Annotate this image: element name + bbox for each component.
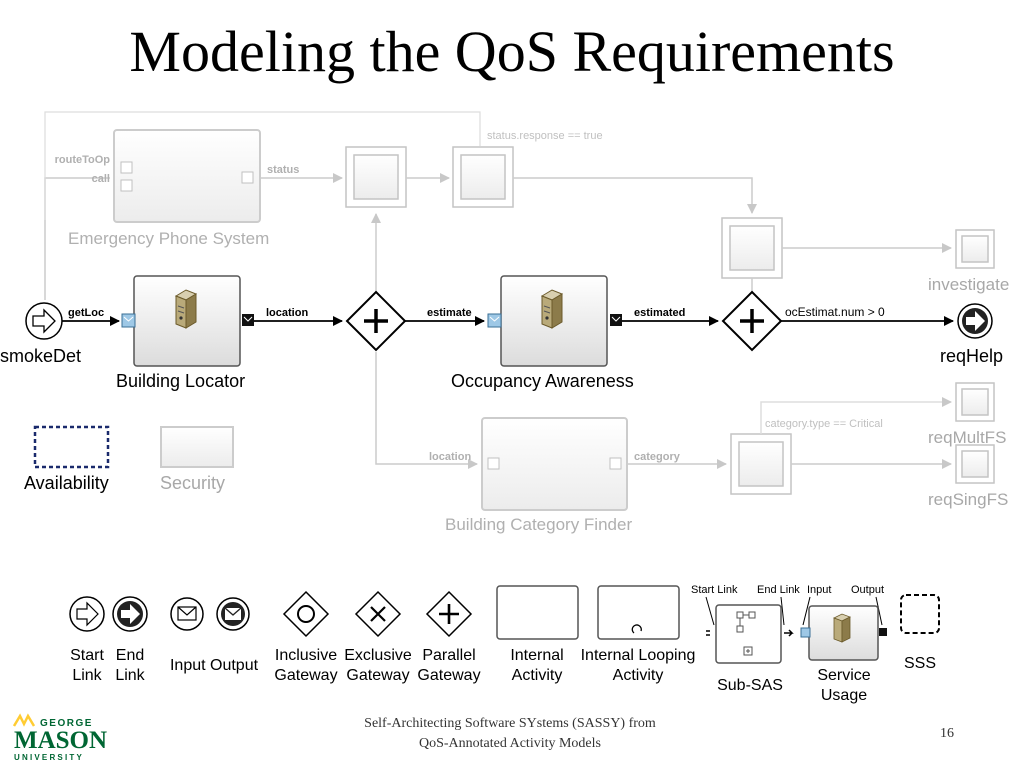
bottom-faded-flow: location Building Category Finder catego… <box>429 382 1008 534</box>
legend-exclusive-line2: Gateway <box>346 667 409 684</box>
legend-inclusive-line1: Inclusive <box>275 647 337 664</box>
category-label: category <box>634 451 681 463</box>
slide-title: Modeling the QoS Requirements <box>129 19 895 84</box>
page-number: 16 <box>940 726 954 741</box>
category-port <box>609 457 622 470</box>
status-condition-label: status.response == true <box>487 130 603 142</box>
occupancy-awareness-server-icon <box>540 289 564 329</box>
main-flow: smokeDet getLoc Building Locator locatio… <box>0 275 1003 391</box>
availability-sss-box[interactable] <box>33 425 110 469</box>
start-link-arrow-icon <box>32 308 56 334</box>
logo-george: GEORGE <box>40 718 93 729</box>
legend-start-link-line1: Start <box>70 647 104 664</box>
building-category-finder-label: Building Category Finder <box>445 515 632 534</box>
status-port <box>241 171 254 184</box>
footer-line-2: QoS-Annotated Activity Models <box>419 736 601 751</box>
req-mult-fs-label: reqMultFS <box>928 428 1006 447</box>
legend-sub-sas-icon <box>715 604 782 664</box>
george-mason-logo: GEORGE MASON UNIVERSITY <box>12 713 107 762</box>
end-link-arrow-icon <box>966 311 985 331</box>
legend-end-link-line1: End <box>116 647 144 664</box>
occupancy-awareness-label: Occupancy Awareness <box>451 371 634 391</box>
legend-end-link-small: End Link <box>757 584 800 596</box>
bottom-location-label: location <box>429 451 471 463</box>
security-box[interactable] <box>160 426 234 468</box>
estimate-label: estimate <box>427 307 472 319</box>
emergency-phone-system-box[interactable] <box>113 129 261 223</box>
req-sing-fs-label: reqSingFS <box>928 490 1008 509</box>
logo-mason: MASON <box>14 727 107 754</box>
legend-looping-line2: Activity <box>613 667 664 684</box>
gw-to-bottom-connector <box>375 352 478 469</box>
legend-parallel-line1: Parallel <box>422 647 475 664</box>
legend: Start Link End Link Input Output Inclusi… <box>69 584 940 704</box>
emergency-phone-system-label: Emergency Phone System <box>68 229 269 248</box>
legend-inclusive-gateway-icon <box>282 590 330 638</box>
route-to-op-label: routeToOp <box>55 154 111 166</box>
estimated-label: estimated <box>634 307 685 319</box>
plus-icon <box>364 309 388 333</box>
footer-line-1: Self-Architecting Software SYstems (SASS… <box>364 716 656 731</box>
route-to-op-port <box>120 161 133 174</box>
investigate-label: investigate <box>928 275 1009 294</box>
connector-route-loop <box>44 111 481 220</box>
top-faded-flow: routeToOp call status Emergency Phone Sy… <box>44 111 1009 300</box>
building-locator-server-icon <box>174 289 198 329</box>
legend-start-link-small: Start Link <box>691 584 738 596</box>
smoke-det-label: smokeDet <box>0 346 81 366</box>
legend-sss-icon <box>900 594 940 634</box>
legend-input-small: Input <box>807 584 831 596</box>
legend-internal-looping-activity-icon <box>597 585 680 640</box>
building-locator-label: Building Locator <box>116 371 245 391</box>
legend-exclusive-line1: Exclusive <box>344 647 412 664</box>
bottom-location-port <box>487 457 500 470</box>
oc-condition-label: ocEstimat.num > 0 <box>785 305 885 319</box>
security-label: Security <box>160 473 225 493</box>
logo-university: UNIVERSITY <box>14 753 84 762</box>
get-loc-label: getLoc <box>68 307 104 319</box>
estimated-output-port <box>610 314 622 326</box>
availability-label: Availability <box>24 473 109 493</box>
gw-to-mult-fs-arrow <box>760 397 952 434</box>
legend-input-output: Input Output <box>170 657 259 674</box>
req-help-label: reqHelp <box>940 346 1003 366</box>
legend-looping-line1: Internal Looping <box>581 647 696 664</box>
location-output-port <box>242 314 254 326</box>
legend-parallel-line2: Gateway <box>417 667 480 684</box>
loop-icon <box>631 624 642 634</box>
legend-internal-activity-icon <box>496 585 579 640</box>
plus-icon <box>740 309 764 333</box>
call-port <box>120 179 133 192</box>
legend-internal-activity-line1: Internal <box>510 647 563 664</box>
location-label: location <box>266 307 308 319</box>
gw2-to-merge-arrow <box>513 177 757 214</box>
legend-output-small: Output <box>851 584 884 596</box>
legend-internal-activity-line2: Activity <box>512 667 563 684</box>
call-label: call <box>92 173 110 185</box>
legend-service-usage-line2: Usage <box>821 687 867 704</box>
status-label: status <box>267 164 299 176</box>
legend-service-usage-line1: Service <box>817 667 870 684</box>
legend-sub-sas: Sub-SAS <box>717 677 783 694</box>
legend-inclusive-line2: Gateway <box>274 667 337 684</box>
footer-caption: Self-Architecting Software SYstems (SASS… <box>300 714 720 754</box>
category-condition-label: category.type == Critical <box>765 418 883 430</box>
legend-end-link-line2: Link <box>115 667 145 684</box>
legend-sss: SSS <box>904 655 936 672</box>
legend-start-link-line2: Link <box>72 667 102 684</box>
building-category-finder-box[interactable] <box>481 417 628 511</box>
